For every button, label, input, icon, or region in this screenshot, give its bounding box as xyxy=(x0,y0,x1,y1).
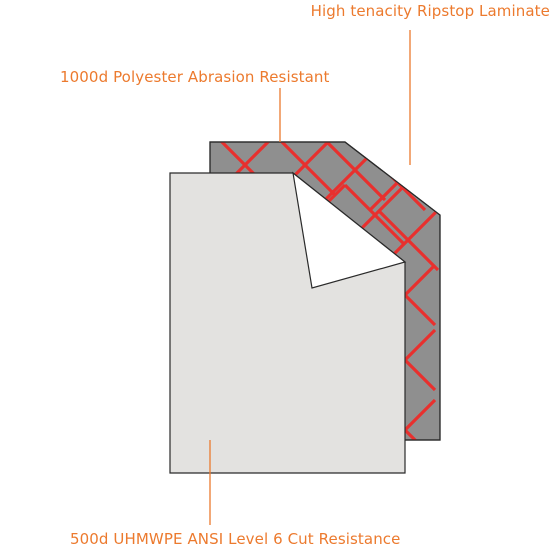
label-uhmwpe-layer: 500d UHMWPE ANSI Level 6 Cut Resistance xyxy=(70,530,401,548)
leader-lines xyxy=(209,30,411,525)
label-ripstop-laminate: High tenacity Ripstop Laminate xyxy=(310,2,550,20)
folded-corner xyxy=(292,171,407,289)
label-polyester-layer: 1000d Polyester Abrasion Resistant xyxy=(60,68,330,86)
